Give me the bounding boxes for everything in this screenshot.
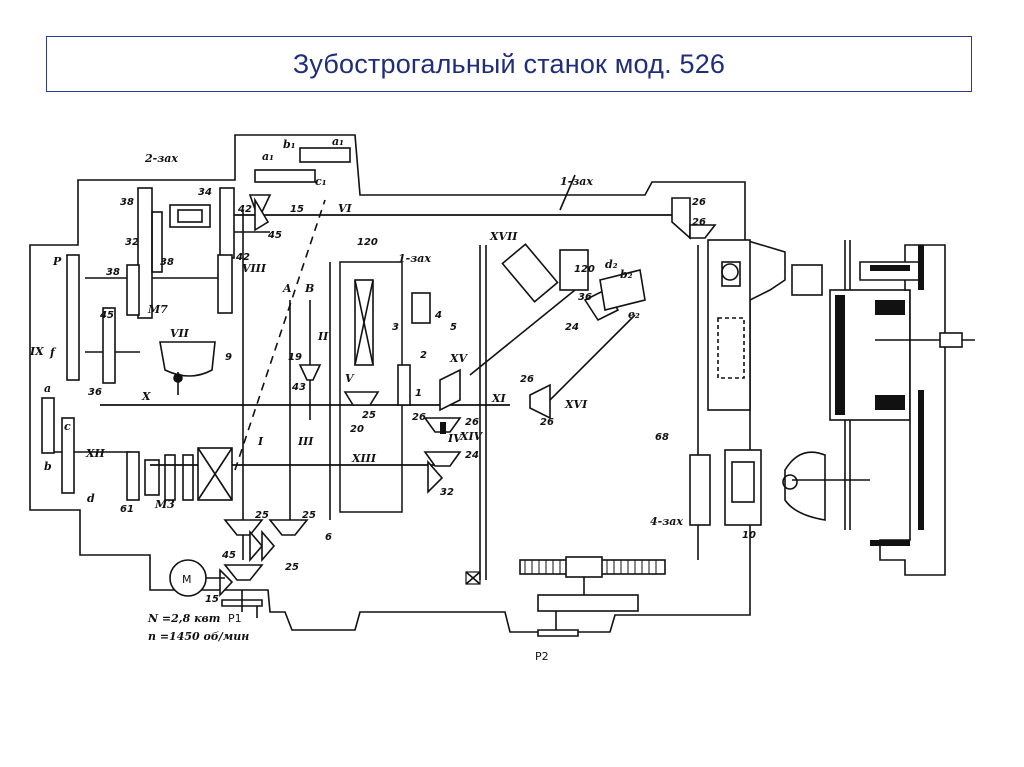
num-24b: 24 xyxy=(565,322,579,333)
label-m3: M3 xyxy=(154,498,175,511)
motor-symbol: M xyxy=(182,573,192,586)
motor-power: N =2,8 квт xyxy=(147,612,220,625)
shaft-xv: XV xyxy=(449,352,469,365)
shaft-vi: VI xyxy=(338,202,353,215)
shaft-vii: VII xyxy=(170,327,190,340)
num-3: 3 xyxy=(392,322,399,333)
num-20: 20 xyxy=(350,424,364,435)
num-26c: 26 xyxy=(520,374,534,385)
num-36b: 36 xyxy=(578,292,592,303)
title-frame: Зубострогальный станок мод. 526 xyxy=(46,36,972,92)
num-120a: 120 xyxy=(357,237,378,248)
shaft-xii: XII xyxy=(85,447,106,460)
shaft-ix: IX xyxy=(29,345,44,358)
num-10: 10 xyxy=(742,530,756,541)
label-a: a xyxy=(44,382,51,395)
motor-speed: n =1450 об/мин xyxy=(148,630,249,643)
shaft-ii: II xyxy=(317,330,329,343)
label-c1: c₁ xyxy=(315,175,327,188)
num-45c: 45 xyxy=(221,550,236,561)
num-38c: 38 xyxy=(106,267,120,278)
label-e2: e₂ xyxy=(628,308,640,321)
num-38a: 38 xyxy=(120,197,134,208)
num-26e: 26 xyxy=(692,197,706,208)
label-d: d xyxy=(87,492,95,505)
num-1: 1 xyxy=(415,388,422,399)
num-26b: 26 xyxy=(465,417,479,428)
label-f: f xyxy=(49,346,57,359)
num-9: 9 xyxy=(225,352,232,363)
num-26d: 26 xyxy=(540,417,554,428)
num-26f: 26 xyxy=(692,217,706,228)
num-45a: 45 xyxy=(267,230,282,241)
num-32: 32 xyxy=(125,237,139,248)
num-24a: 24 xyxy=(465,450,479,461)
shaft-xvi: XVI xyxy=(564,398,588,411)
shaft-x: X xyxy=(141,390,151,403)
label-b2: b₂ xyxy=(620,268,633,281)
num-42b: 42 xyxy=(235,252,250,263)
num-25b: 25 xyxy=(255,510,269,521)
label-pos-b: B xyxy=(304,282,314,295)
num-68: 68 xyxy=(655,432,669,443)
shaft-xiv: XIV xyxy=(459,430,484,443)
label-b1: b₁ xyxy=(283,138,296,151)
handwheel-p1: P1 xyxy=(228,612,242,625)
shaft-xiii: XIII xyxy=(351,452,377,465)
page-title: Зубострогальный станок мод. 526 xyxy=(292,48,726,79)
shaft-iv: IV xyxy=(447,432,463,445)
num-5: 5 xyxy=(450,322,457,333)
num-15a: 15 xyxy=(290,204,304,215)
num-4: 4 xyxy=(434,310,442,321)
num-25a: 25 xyxy=(362,410,376,421)
handwheel-p2: P2 xyxy=(535,650,549,663)
num-38b: 38 xyxy=(160,257,174,268)
label-m7: M7 xyxy=(147,303,168,316)
label-d2: d₂ xyxy=(605,258,618,271)
shaft-v: V xyxy=(345,372,355,385)
num-36: 36 xyxy=(88,387,102,398)
num-2: 2 xyxy=(420,350,427,361)
label-b: b xyxy=(44,460,52,473)
num-15b: 15 xyxy=(205,594,219,605)
label-p: P xyxy=(52,255,62,268)
shaft-xi: XI xyxy=(491,392,507,405)
num-43: 43 xyxy=(291,382,306,393)
num-120b: 120 xyxy=(574,264,595,275)
num-26a: 26 xyxy=(412,412,426,423)
num-42a: 42 xyxy=(237,204,252,215)
shaft-xvii: XVII xyxy=(489,230,518,243)
shaft-viii: VIII xyxy=(242,262,267,275)
num-34: 34 xyxy=(198,187,212,198)
label-pos-a: A xyxy=(282,282,292,295)
num-25c: 25 xyxy=(302,510,316,521)
num-45b: 45 xyxy=(99,310,114,321)
label-1zax-a: 1-зах xyxy=(398,252,431,265)
num-25d: 25 xyxy=(285,562,299,573)
num-32b: 32 xyxy=(440,487,454,498)
num-19: 19 xyxy=(288,352,302,363)
label-4zax: 4-зах xyxy=(650,515,683,528)
label-1zax-b: 1-зах xyxy=(560,175,593,188)
num-6: 6 xyxy=(325,532,332,543)
label-c: c xyxy=(64,420,71,433)
label-a1: a₁ xyxy=(262,150,274,163)
label-a1b: a₁ xyxy=(332,135,344,148)
shaft-iii: III xyxy=(297,435,314,448)
label-2zax: 2-зах xyxy=(144,152,178,165)
shaft-i: I xyxy=(257,435,264,448)
num-61: 61 xyxy=(120,504,134,515)
